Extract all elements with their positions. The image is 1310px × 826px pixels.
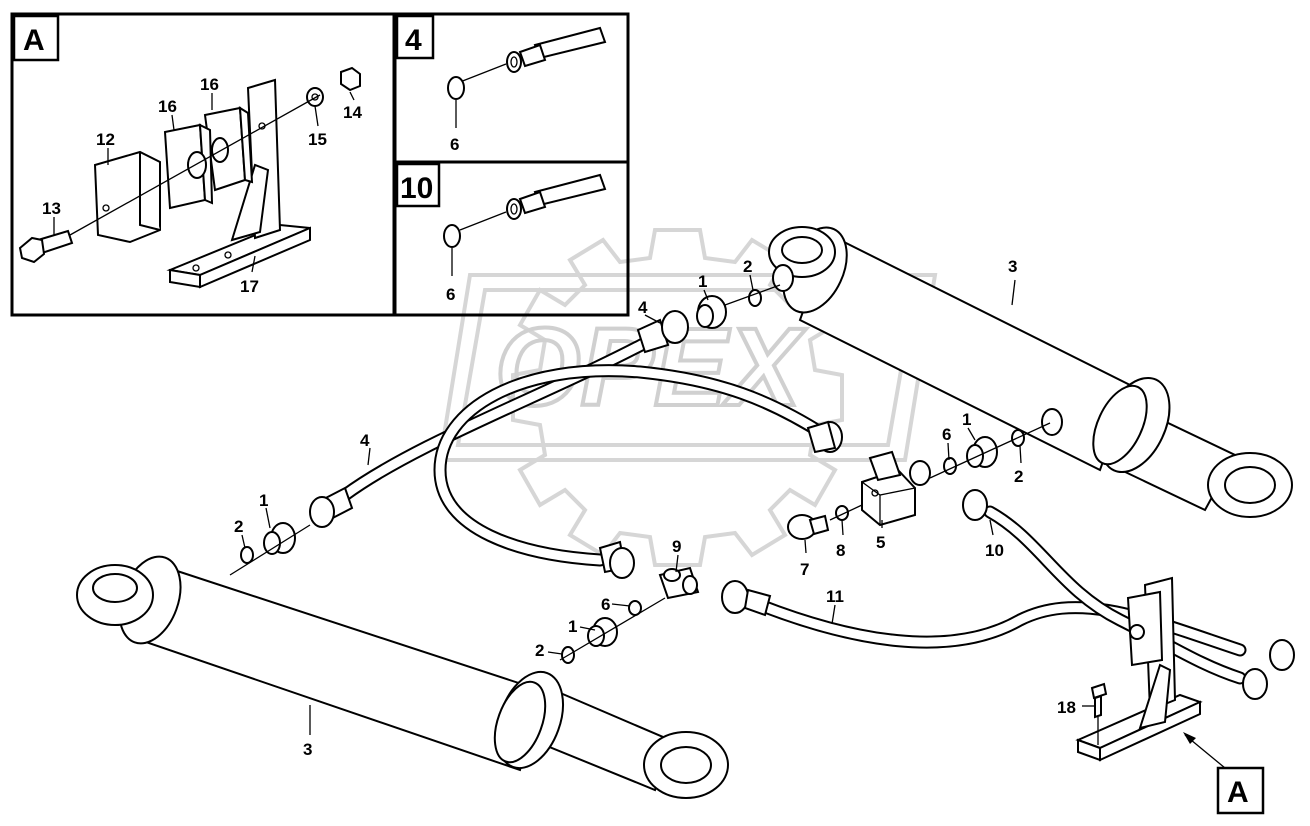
label-9: 9	[672, 537, 681, 556]
cap-12	[93, 150, 161, 244]
label-3-lower: 3	[303, 740, 312, 759]
detail-box-a: A	[10, 12, 396, 317]
label-1-right: 1	[962, 410, 971, 429]
hose-end-10	[533, 173, 607, 207]
label-2-right: 2	[1014, 467, 1023, 486]
cylinder-lower-barrel	[138, 565, 542, 772]
detail-box-10-letter: 10	[400, 172, 433, 205]
label-16-rear: 16	[200, 75, 219, 94]
label-8: 8	[836, 541, 845, 560]
label-4-left: 4	[360, 431, 370, 450]
fittings	[229, 284, 1295, 700]
washer-2-top	[748, 289, 762, 307]
label-15: 15	[308, 130, 327, 149]
hose-end-4	[533, 26, 607, 60]
label-11: 11	[826, 587, 844, 606]
label-2-top: 2	[743, 257, 752, 276]
label-12: 12	[96, 130, 115, 149]
washer-15	[306, 87, 324, 107]
detail-box-4-tag	[395, 14, 435, 60]
o-ring-6-box10	[443, 224, 461, 248]
callout-arrow-head	[1183, 732, 1196, 744]
cylinder-3-lower	[76, 555, 729, 799]
cylinder-upper-barrel	[798, 233, 1132, 472]
nut-14	[340, 66, 361, 92]
hose-4-loop-fitting	[609, 547, 635, 579]
bolt-18	[1094, 694, 1102, 719]
label-13: 13	[42, 199, 61, 218]
detail-box-a-letter: A	[23, 24, 45, 57]
label-10: 10	[985, 541, 1004, 560]
label-1-top: 1	[698, 272, 707, 291]
label-18: 18	[1057, 698, 1076, 717]
detail-box-a-tag	[12, 14, 60, 62]
label-14: 14	[343, 103, 362, 122]
washer-2-left	[240, 546, 254, 564]
label-6-lower: 6	[601, 595, 610, 614]
o-ring-6-box4	[447, 76, 465, 100]
label-1-left: 1	[259, 491, 268, 510]
clamp-16-rear	[203, 106, 254, 192]
detail-box-10: 10 6	[393, 160, 630, 317]
detail-box-10-tag	[395, 162, 441, 208]
label-6-right: 6	[942, 425, 951, 444]
bracket-assembly	[1075, 576, 1203, 762]
bolt-13	[18, 229, 74, 264]
detail-box-4: 4 6	[393, 12, 630, 164]
callout-box-a	[1216, 766, 1265, 815]
main-labels: 1 2 3 4 4 1 6 2 1 2 5 7 8 9 10 11 6 1	[234, 257, 1094, 759]
o-ring-6-right	[943, 457, 957, 475]
label-3-upper: 3	[1008, 257, 1017, 276]
label-7: 7	[800, 560, 809, 579]
detail-box-10-frame	[393, 160, 630, 317]
label-4-upper: 4	[638, 298, 648, 317]
label-6-box10: 6	[446, 285, 455, 304]
label-1-lower: 1	[568, 617, 577, 636]
label-2-left: 2	[234, 517, 243, 536]
cylinder-3-upper	[768, 226, 1293, 518]
label-2-lower: 2	[535, 641, 544, 660]
label-5: 5	[876, 533, 885, 552]
label-16-front: 16	[158, 97, 177, 116]
hose-4-upper-fitting-right	[661, 310, 689, 344]
clamp-16-front	[163, 123, 214, 210]
label-6-box4: 6	[450, 135, 459, 154]
watermark-frame-inner	[455, 288, 918, 447]
callout-box-a-letter: A	[1227, 776, 1249, 809]
bracket-clamp	[1126, 590, 1164, 667]
detail-box-4-letter: 4	[405, 24, 422, 57]
label-17: 17	[240, 277, 259, 296]
hose-10-fitting	[962, 489, 988, 521]
